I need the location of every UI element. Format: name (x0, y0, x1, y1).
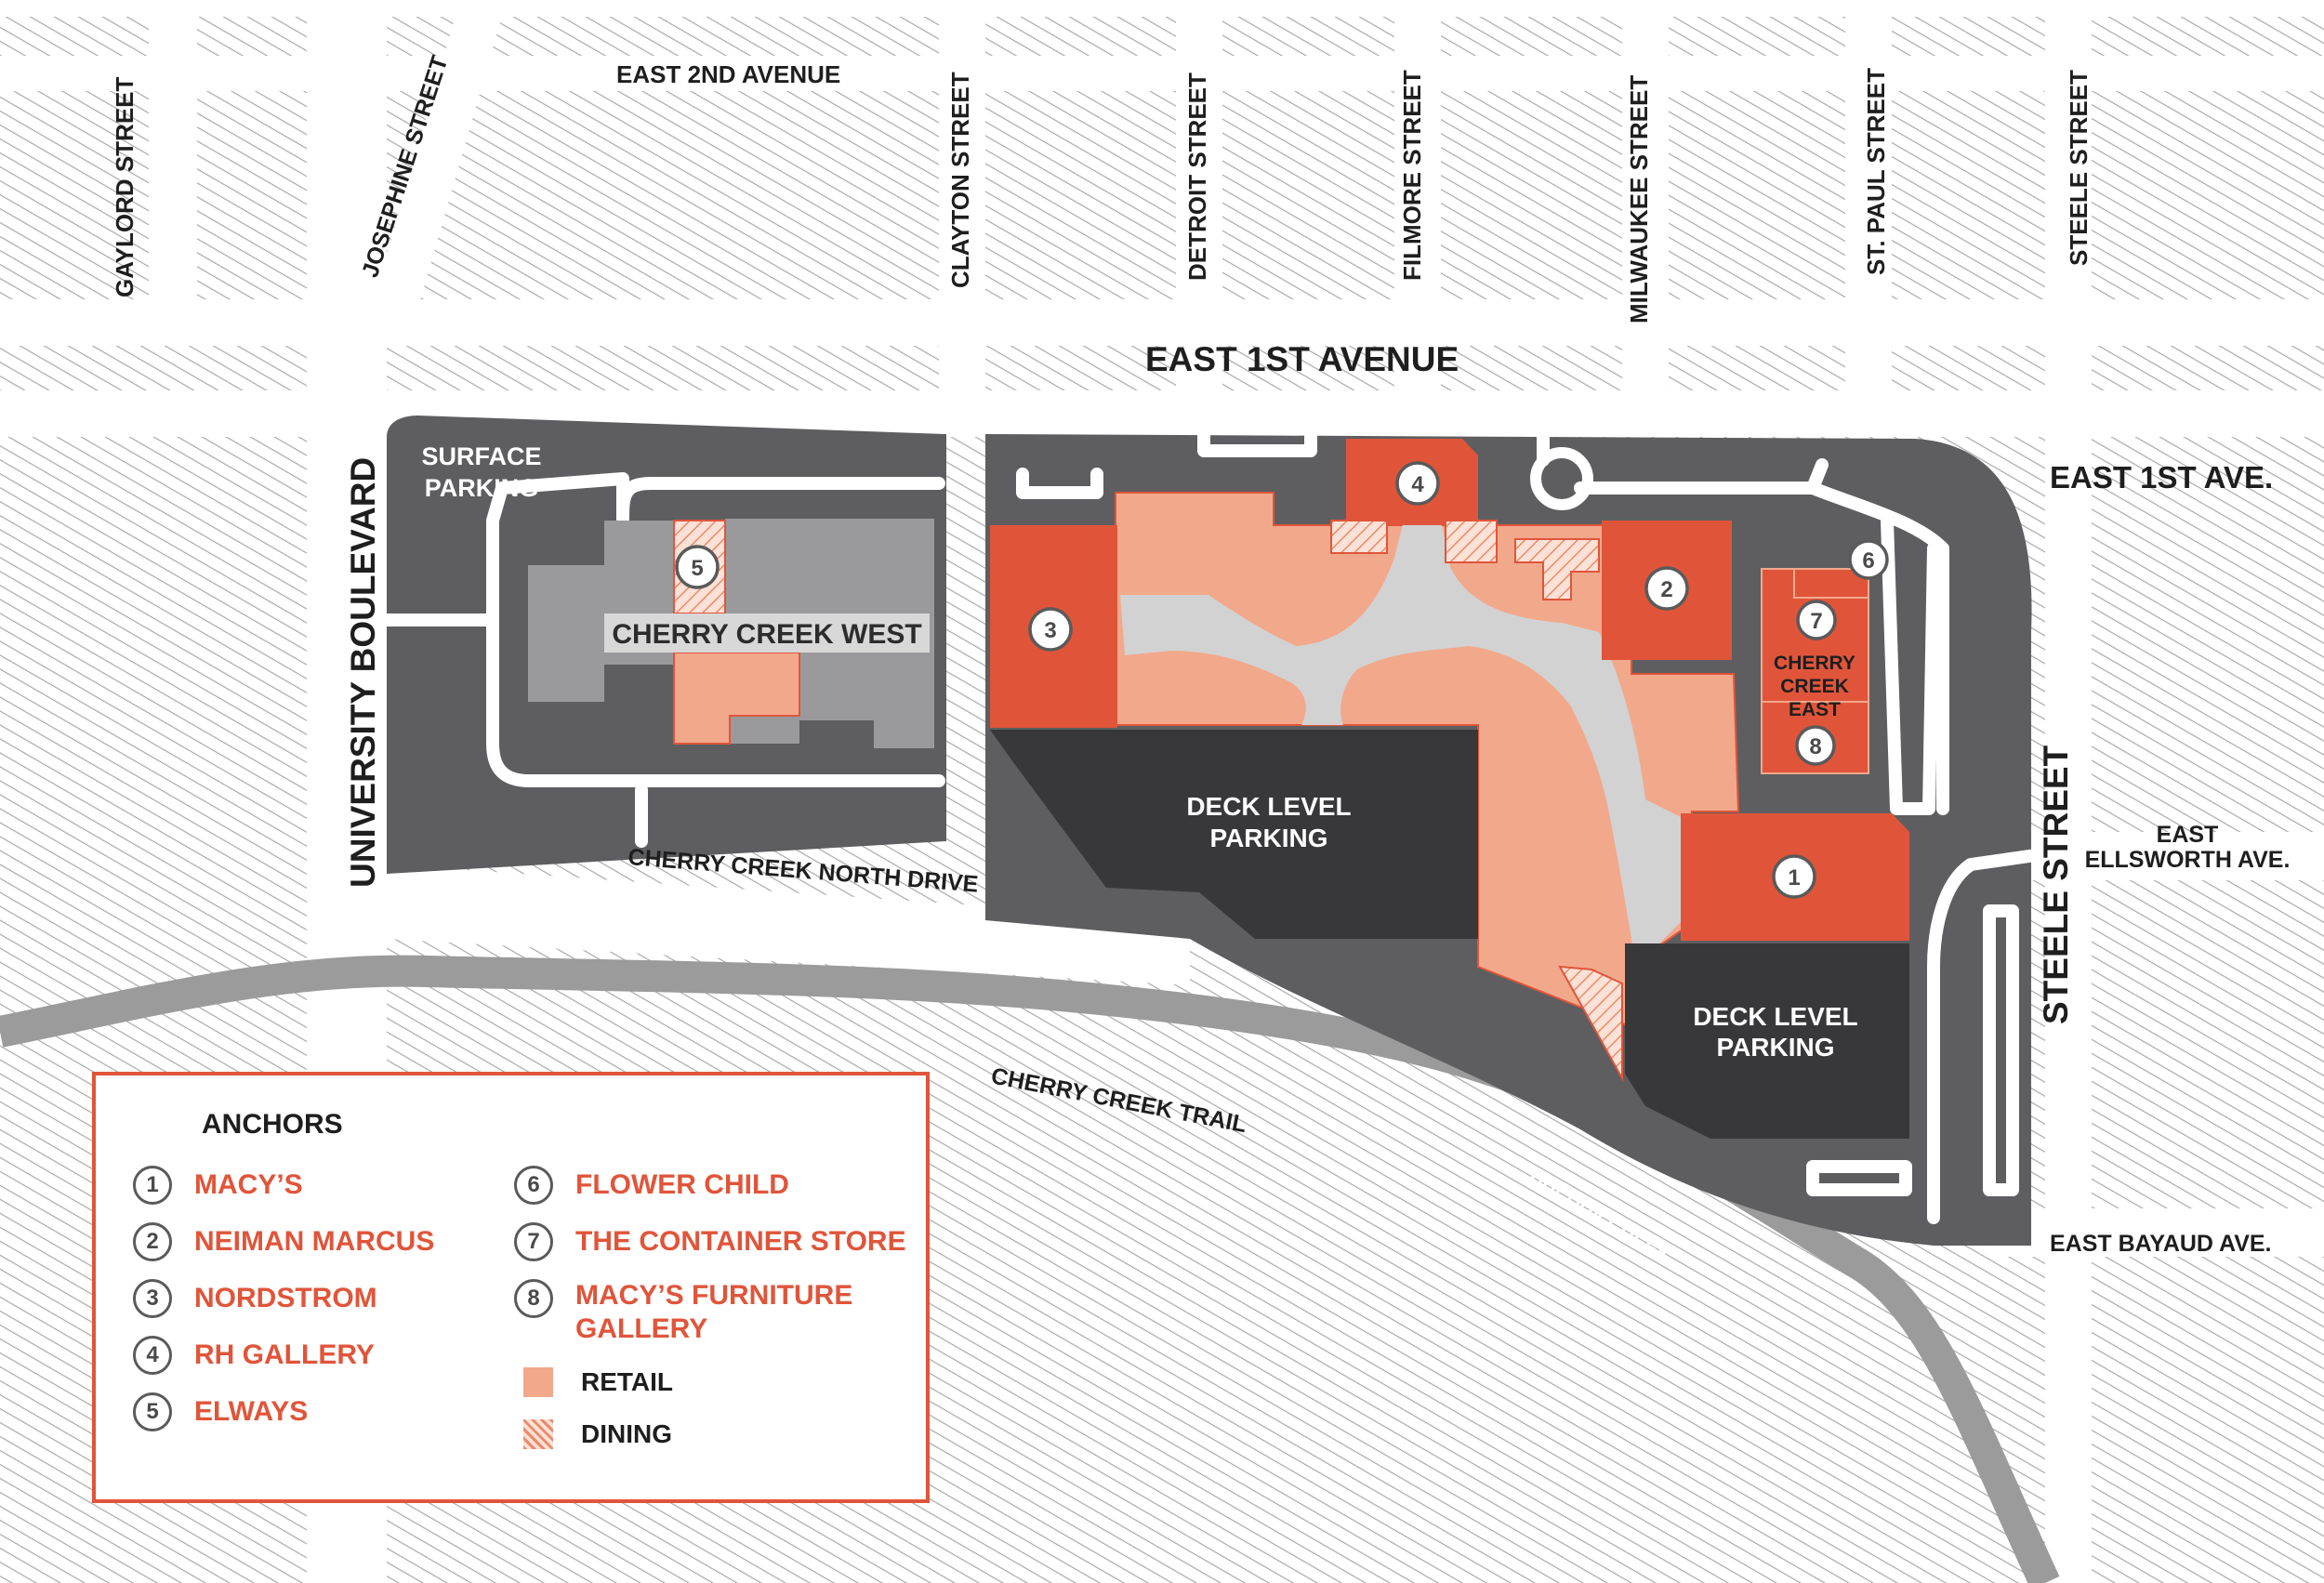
cherry-creek-west-label: CHERRY CREEK WEST (612, 619, 921, 650)
label-university-boulevard: UNIVERSITY BOULEVARD (344, 457, 382, 888)
marker-3-label: 3 (1044, 618, 1056, 643)
legend-anchor-5-name: ELWAYS (194, 1396, 309, 1427)
legend-retail-label: RETAIL (581, 1367, 674, 1396)
label-detroit-street: DETROIT STREET (1183, 73, 1211, 281)
marker-6: 6 (1848, 539, 1889, 580)
deck-level-parking-2-label-1: DECK LEVEL (1693, 1002, 1857, 1031)
deck-level-parking-2-label-2: PARKING (1716, 1033, 1834, 1062)
cherry-creek-east-label-3: EAST (1789, 699, 1841, 720)
legend-anchor-4: 4 RH GALLERY (133, 1336, 375, 1375)
label-filmore-street: FILMORE STREET (1398, 70, 1426, 281)
legend-anchor-2: 2 NEIMAN MARCUS (133, 1222, 434, 1261)
marker-3: 3 (1028, 607, 1073, 652)
legend-anchor-3: 3 NORDSTROM (133, 1279, 377, 1318)
marker-2: 2 (1644, 566, 1689, 611)
retail-swatch (523, 1367, 553, 1397)
roundabout (1530, 447, 1593, 510)
label-east-1st-avenue: EAST 1ST AVENUE (1145, 340, 1459, 378)
legend-anchor-6-name: FLOWER CHILD (575, 1169, 789, 1200)
marker-2-label: 2 (1660, 577, 1672, 602)
dining-area-4 (1558, 965, 1623, 1082)
marker-6-label: 6 (1862, 548, 1874, 574)
legend: ANCHORS 1 MACY’S 2 NEIMAN MARCUS 3 NORDS… (92, 1072, 930, 1503)
area-labels: SURFACE PARKING CHERRY CREEK WEST CHERRY… (421, 442, 1857, 1062)
legend-anchor-7: 7 THE CONTAINER STORE (514, 1222, 906, 1261)
cherry-creek-east-label-1: CHERRY (1774, 653, 1855, 674)
deck-level-parking-1-label-1: DECK LEVEL (1186, 792, 1351, 821)
marker-8: 8 (1795, 725, 1836, 766)
legend-dining-label: DINING (581, 1419, 672, 1448)
legend-anchor-4-number: 4 (133, 1336, 172, 1375)
container-store-outline (1793, 569, 1868, 599)
surface-parking-label-1: SURFACE (421, 442, 541, 470)
marker-1: 1 (1772, 854, 1816, 899)
label-east-ellsworth-1: EAST (2157, 822, 2219, 848)
legend-anchor-6: 6 FLOWER CHILD (514, 1166, 789, 1205)
main-mall-walkways (1120, 521, 1683, 967)
legend-anchor-2-number: 2 (133, 1222, 172, 1261)
dining-area-1 (1330, 520, 1388, 554)
legend-anchor-7-name: THE CONTAINER STORE (575, 1226, 906, 1257)
legend-anchor-2-name: NEIMAN MARCUS (194, 1226, 435, 1257)
legend-title: ANCHORS (202, 1109, 343, 1140)
label-steele-street: STEELE STREET (2037, 745, 2075, 1024)
label-east-2nd-avenue: EAST 2ND AVENUE (616, 60, 840, 88)
legend-dining-key: DINING (523, 1419, 672, 1449)
legend-anchor-3-number: 3 (133, 1279, 172, 1318)
deck-level-parking-2 (1625, 943, 1909, 1139)
marker-7-label: 7 (1810, 609, 1822, 634)
legend-anchor-3-name: NORDSTROM (194, 1283, 377, 1313)
cherry-creek-east-label-2: CREEK (1780, 676, 1849, 697)
legend-anchor-1-number: 1 (133, 1166, 172, 1205)
legend-anchor-6-number: 6 (514, 1166, 553, 1205)
cherry-creek-west-label-bg (604, 613, 930, 653)
legend-anchor-8-name: MACY’S FURNITURE GALLERY (575, 1280, 853, 1344)
legend-anchor-4-name: RH GALLERY (194, 1339, 375, 1370)
dining-area-2 (1445, 520, 1498, 563)
dining-area-3 (1514, 538, 1600, 600)
legend-anchor-7-number: 7 (514, 1222, 553, 1261)
label-clayton-street: CLAYTON STREET (946, 72, 974, 288)
label-east-1st-ave-short: EAST 1ST AVE. (2050, 460, 2273, 495)
legend-anchor-5: 5 ELWAYS (133, 1392, 308, 1431)
surface-parking-label-2: PARKING (425, 474, 539, 502)
creek-path (0, 955, 2060, 1583)
label-steele-street-north: STEELE STREET (2065, 70, 2093, 266)
internal-drives (380, 430, 2042, 1224)
deck-level-parking-1 (990, 730, 1478, 939)
marker-4-label: 4 (1411, 472, 1424, 497)
label-gaylord-street: GAYLORD STREET (111, 76, 139, 297)
marker-1-label: 1 (1788, 865, 1800, 890)
marker-5-label: 5 (691, 556, 703, 581)
legend-anchor-5-number: 5 (133, 1392, 172, 1431)
markers: 1 2 3 4 5 6 7 8 (675, 461, 1889, 899)
marker-8-label: 8 (1809, 734, 1821, 759)
dining-swatch (523, 1419, 553, 1449)
legend-anchor-1-name: MACY’S (194, 1169, 303, 1200)
legend-anchor-8-number: 8 (514, 1279, 553, 1318)
legend-anchor-1: 1 MACY’S (133, 1166, 303, 1205)
label-east-ellsworth-2: ELLSWORTH AVE. (2085, 847, 2291, 873)
legend-retail-key: RETAIL (523, 1367, 673, 1397)
label-st-paul-street: ST. PAUL STREET (1862, 68, 1890, 275)
marker-4: 4 (1395, 461, 1440, 506)
marker-7: 7 (1796, 600, 1837, 640)
label-milwaukee-street: MILWAUKEE STREET (1625, 75, 1653, 323)
legend-anchor-8: 8 MACY’S FURNITURE GALLERY (514, 1279, 882, 1346)
label-east-bayaud-ave: EAST BAYAUD AVE. (2050, 1231, 2272, 1257)
deck-level-parking-1-label-2: PARKING (1209, 824, 1327, 852)
marker-5: 5 (675, 545, 720, 589)
